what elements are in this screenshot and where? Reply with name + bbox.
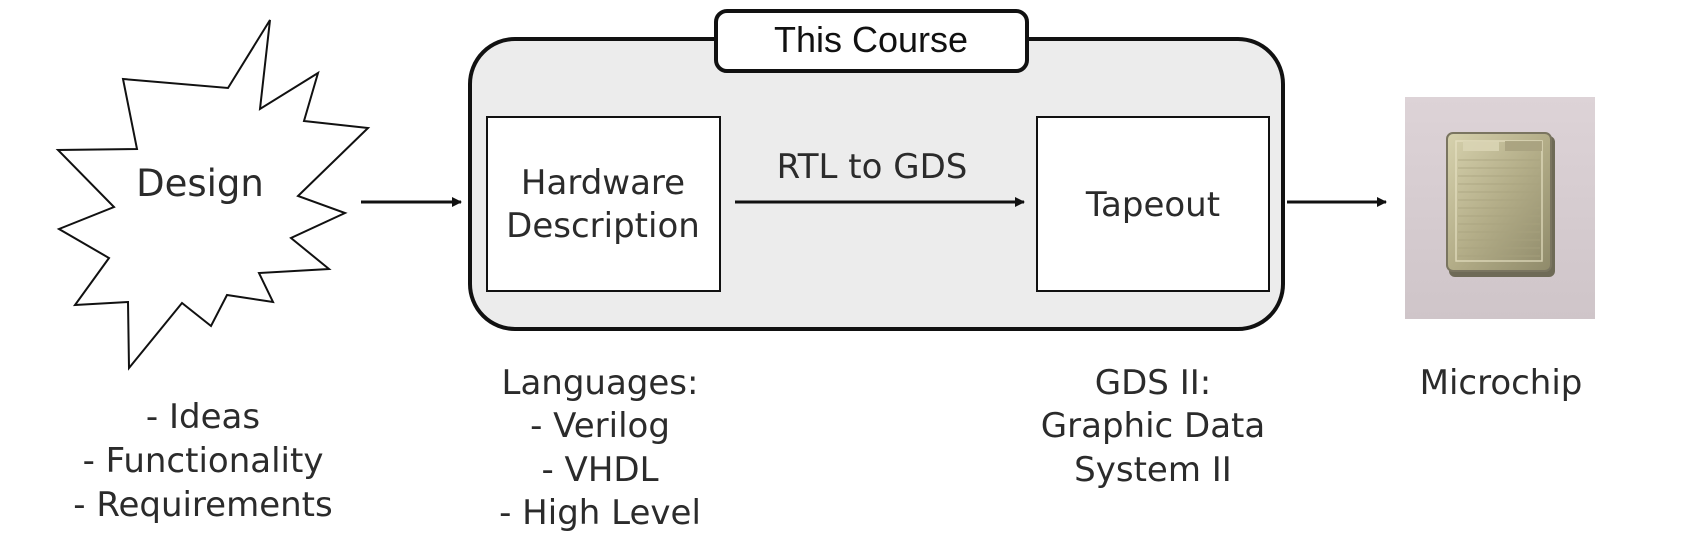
course-title: This Course [774,19,968,60]
tapeout-note-1: GDS II: [1095,363,1211,403]
hardware-note-2: - Verilog [530,406,670,446]
tapeout-note-3: System II [1074,450,1232,490]
tapeout-box [1036,116,1270,292]
hardware-note-1: Languages: [502,363,699,403]
tapeout-label: Tapeout [1085,185,1220,225]
microchip-photo [1405,97,1595,319]
design-note-2: - Functionality [83,441,324,481]
hardware-notes: Languages: - Verilog - VHDL - High Level [499,363,701,533]
design-label: Design [136,162,264,205]
hardware-label-line1: Hardware [521,163,685,203]
design-starburst-shape [55,19,371,371]
design-notes: - Ideas - Functionality - Requirements [73,397,332,525]
design-note-3: - Requirements [73,485,332,525]
tapeout-notes: GDS II: Graphic Data System II [1041,363,1265,490]
hardware-note-3: - VHDL [541,450,658,490]
hardware-label-line2: Description [506,206,700,246]
course-title-tab [714,9,1029,73]
design-note-1: - Ideas [146,397,260,437]
microchip-label: Microchip [1420,363,1583,403]
hardware-note-4: - High Level [499,493,701,533]
rtl-to-gds-label: RTL to GDS [777,147,968,187]
hardware-description-box [486,116,721,292]
tapeout-note-2: Graphic Data [1041,406,1265,446]
